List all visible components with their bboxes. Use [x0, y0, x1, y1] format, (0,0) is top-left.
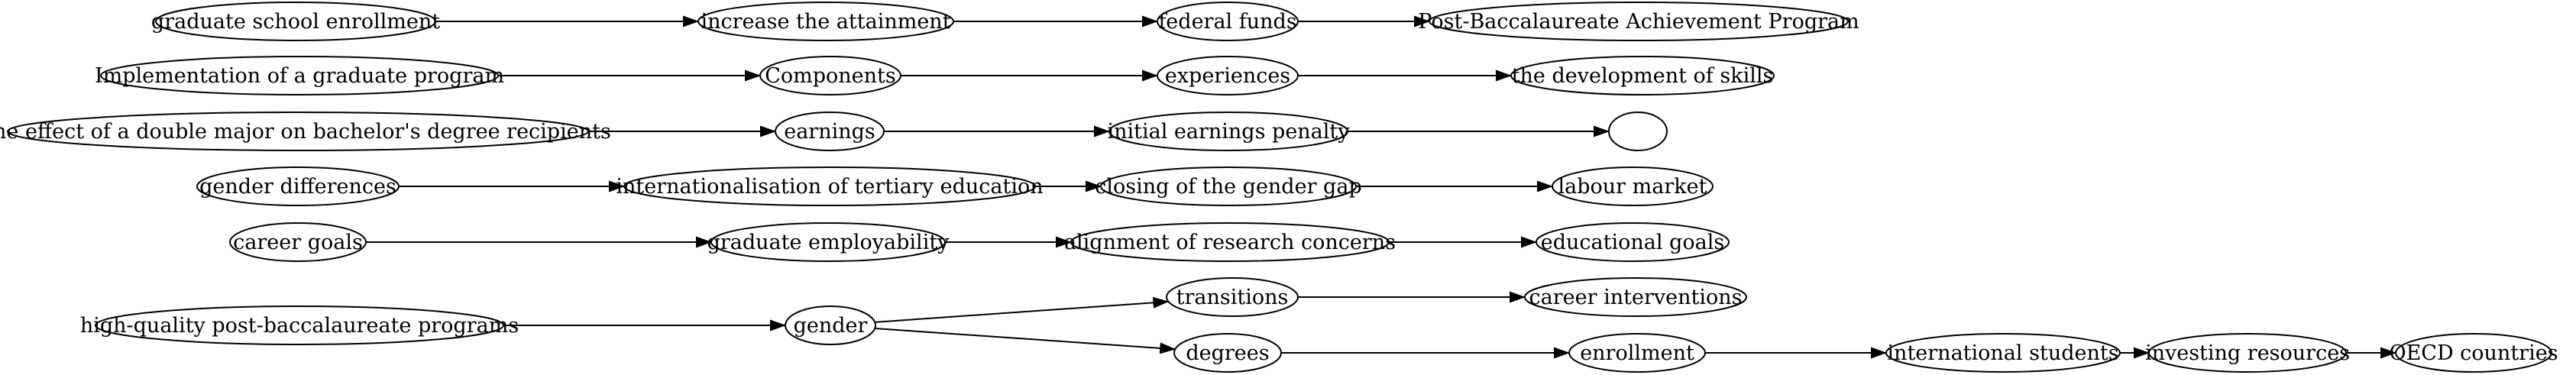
node-international-students: international students: [1885, 333, 2121, 373]
node-label: labour market: [1558, 175, 1707, 199]
node-ellipse: [775, 112, 885, 151]
node-earnings: earnings: [775, 112, 885, 151]
node-label: degrees: [1186, 341, 1269, 365]
node-label: closing of the gender gap: [1095, 175, 1361, 199]
node-experiences: experiences: [1157, 56, 1299, 95]
node-ellipse: [710, 222, 946, 262]
node-closing-of-the-gender-gap: closing of the gender gap: [1095, 166, 1362, 206]
node-internationalisation-of-tertiary-education: internationalisation of tertiary educati…: [616, 166, 1044, 206]
node-ellipse: [1070, 222, 1390, 262]
node-implementation-of-a-graduate-program: Implementation of a graduate program: [95, 56, 504, 95]
node-label: gender differences: [199, 175, 396, 199]
node-label: career goals: [233, 231, 363, 254]
node-educational-goals: educational goals: [1536, 222, 1730, 262]
node-label: the effect of a double major on bachelor…: [0, 120, 611, 144]
node-unlabeled-node: [1608, 112, 1668, 151]
node-ellipse: [1510, 56, 1775, 95]
node-investing-resources: investing resources: [2145, 333, 2350, 373]
node-label: OECD countries: [2389, 341, 2558, 365]
node-label: investing resources: [2145, 341, 2350, 365]
node-alignment-of-research-concerns: alignment of research concerns: [1064, 222, 1396, 262]
node-ellipse: [1166, 277, 1299, 317]
node-post-baccalaureate-achievement-program: Post-Baccalaureate Achievement Program: [1418, 2, 1859, 41]
node-label: increase the attainment: [701, 10, 950, 34]
node-label: graduate school enrollment: [151, 10, 440, 34]
node-ellipse: [95, 305, 504, 345]
node-career-goals: career goals: [229, 222, 367, 262]
node-initial-earnings-penalty: initial earnings penalty: [1107, 112, 1350, 151]
edge-gender-to-degrees: [875, 328, 1176, 354]
node-label: federal funds: [1158, 10, 1296, 34]
node-label: alignment of research concerns: [1064, 231, 1396, 254]
node-gender: gender: [785, 305, 876, 345]
node-label: experiences: [1165, 64, 1290, 88]
node-label: Implementation of a graduate program: [95, 64, 504, 88]
node-label: graduate employability: [707, 231, 950, 254]
node-transitions: transitions: [1166, 277, 1299, 317]
node-ellipse: [1173, 333, 1282, 373]
node-ellipse: [1100, 166, 1357, 206]
node-label: transitions: [1176, 286, 1289, 309]
node-increase-the-attainment: increase the attainment: [697, 2, 954, 41]
node-degrees: degrees: [1173, 333, 1282, 373]
node-label: high-quality post-baccalaureate programs: [80, 314, 519, 338]
node-label: Components: [765, 64, 896, 88]
node-label: gender: [794, 314, 868, 338]
node-high-quality-post-baccalaureate-programs: high-quality post-baccalaureate programs: [80, 305, 519, 345]
node-components: Components: [759, 56, 901, 95]
node-label: educational goals: [1541, 231, 1724, 254]
node-gender-differences: gender differences: [196, 166, 400, 206]
node-ellipse: [229, 222, 367, 262]
node-ellipse: [7, 112, 589, 151]
node-label: initial earnings penalty: [1107, 120, 1350, 144]
node-double-major-effect: the effect of a double major on bachelor…: [0, 112, 611, 151]
node-graduate-school-enrollment: graduate school enrollment: [151, 2, 440, 41]
edges-layer: [366, 15, 2396, 359]
node-graduate-employability: graduate employability: [707, 222, 950, 262]
node-ellipse: [759, 56, 901, 95]
node-federal-funds: federal funds: [1157, 2, 1299, 41]
node-enrollment: enrollment: [1568, 333, 1706, 373]
node-ellipse: [1157, 56, 1299, 95]
node-labour-market: labour market: [1552, 166, 1714, 206]
node-label: career interventions: [1529, 286, 1743, 309]
node-ellipse: [1552, 166, 1714, 206]
node-ellipse: [1568, 333, 1706, 373]
node-ellipse: [1108, 112, 1348, 151]
node-ellipse: [196, 166, 400, 206]
node-career-interventions: career interventions: [1524, 277, 1747, 317]
node-ellipse: [100, 56, 499, 95]
node-ellipse: [1536, 222, 1730, 262]
node-ellipse: [2395, 333, 2552, 373]
node-oecd-countries: OECD countries: [2389, 333, 2558, 373]
node-label: international students: [1887, 341, 2118, 365]
node-ellipse: [1157, 2, 1299, 41]
node-ellipse: [1429, 2, 1849, 41]
node-ellipse: [785, 305, 876, 345]
node-ellipse: [1608, 112, 1668, 151]
node-label: Post-Baccalaureate Achievement Program: [1418, 10, 1859, 34]
node-ellipse: [623, 166, 1036, 206]
node-ellipse: [1885, 333, 2121, 373]
node-label: earnings: [784, 120, 875, 144]
node-the-development-of-skills: the development of skills: [1510, 56, 1775, 95]
node-label: internationalisation of tertiary educati…: [616, 175, 1043, 199]
node-ellipse: [2148, 333, 2347, 373]
node-ellipse: [155, 2, 436, 41]
node-ellipse: [697, 2, 954, 41]
node-label: the development of skills: [1512, 64, 1774, 88]
node-ellipse: [1524, 277, 1747, 317]
edge-gender-to-transitions: [875, 296, 1170, 323]
node-label: enrollment: [1580, 341, 1694, 365]
